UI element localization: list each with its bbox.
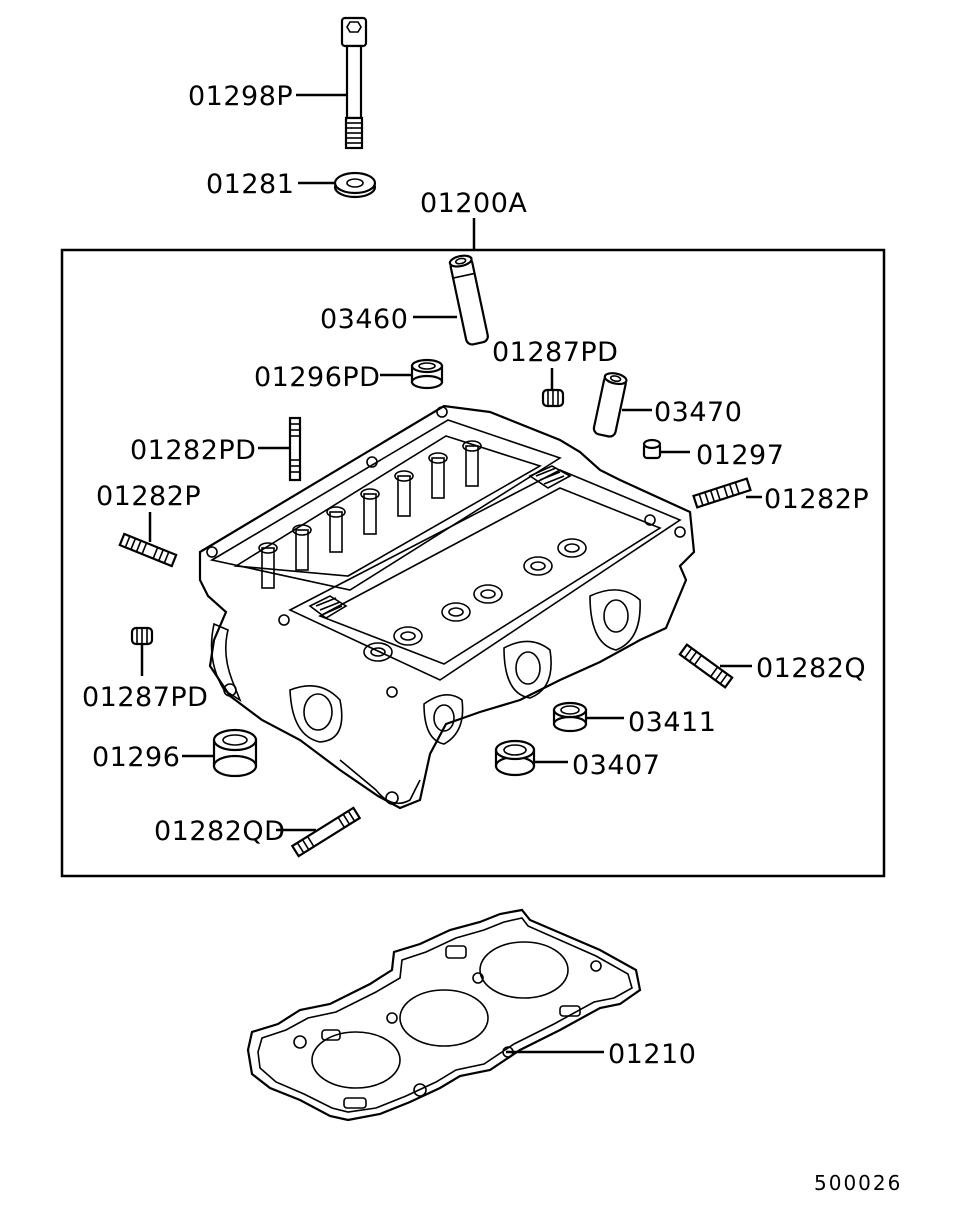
cap-01297 [642, 438, 662, 460]
plug-lower [130, 626, 154, 646]
callout-gasket: 01210 [608, 1039, 696, 1070]
seal-03407 [494, 739, 536, 777]
stud-01282q [678, 643, 734, 689]
callout-stud-p-left: 01282P [96, 481, 201, 512]
stud-01282qd [290, 806, 362, 858]
head-bolt [340, 16, 368, 150]
callout-plug-lower: 01287PD [82, 682, 208, 713]
callout-guide-exhaust: 03460 [320, 304, 408, 335]
callout-stud-q: 01282Q [756, 653, 866, 684]
seal-03411 [552, 701, 588, 733]
callout-stud-qd: 01282QD [154, 816, 285, 847]
valve-guide-exhaust [448, 254, 489, 346]
washer [333, 171, 377, 199]
stud-01282p-right [692, 477, 752, 509]
valve-guide-intake [592, 372, 628, 438]
callout-stud-pd: 01282PD [130, 435, 256, 466]
callout-assembly: 01200A [420, 188, 527, 219]
cylinder-head [198, 404, 696, 810]
stud-01282p-left [118, 532, 178, 568]
figure-number: 500026 [814, 1171, 902, 1195]
assembly-frame [60, 248, 886, 878]
callout-seal-03411: 03411 [628, 707, 716, 738]
seal-01296 [212, 728, 258, 778]
callout-seal-pd: 01296PD [254, 362, 380, 393]
head-gasket [246, 908, 642, 1122]
callout-bolt: 01298P [188, 81, 293, 112]
callout-plug-upper: 01287PD [492, 337, 618, 368]
plug-upper [541, 388, 565, 408]
callout-guide-intake: 03470 [654, 397, 742, 428]
stud-01282pd [288, 416, 302, 482]
callout-washer: 01281 [206, 169, 294, 200]
callout-seal-03407: 03407 [572, 750, 660, 781]
callout-cap: 01297 [696, 440, 784, 471]
seal-01296pd [410, 358, 444, 390]
callout-seal-01296: 01296 [92, 742, 180, 773]
callout-stud-p-right: 01282P [764, 484, 869, 515]
